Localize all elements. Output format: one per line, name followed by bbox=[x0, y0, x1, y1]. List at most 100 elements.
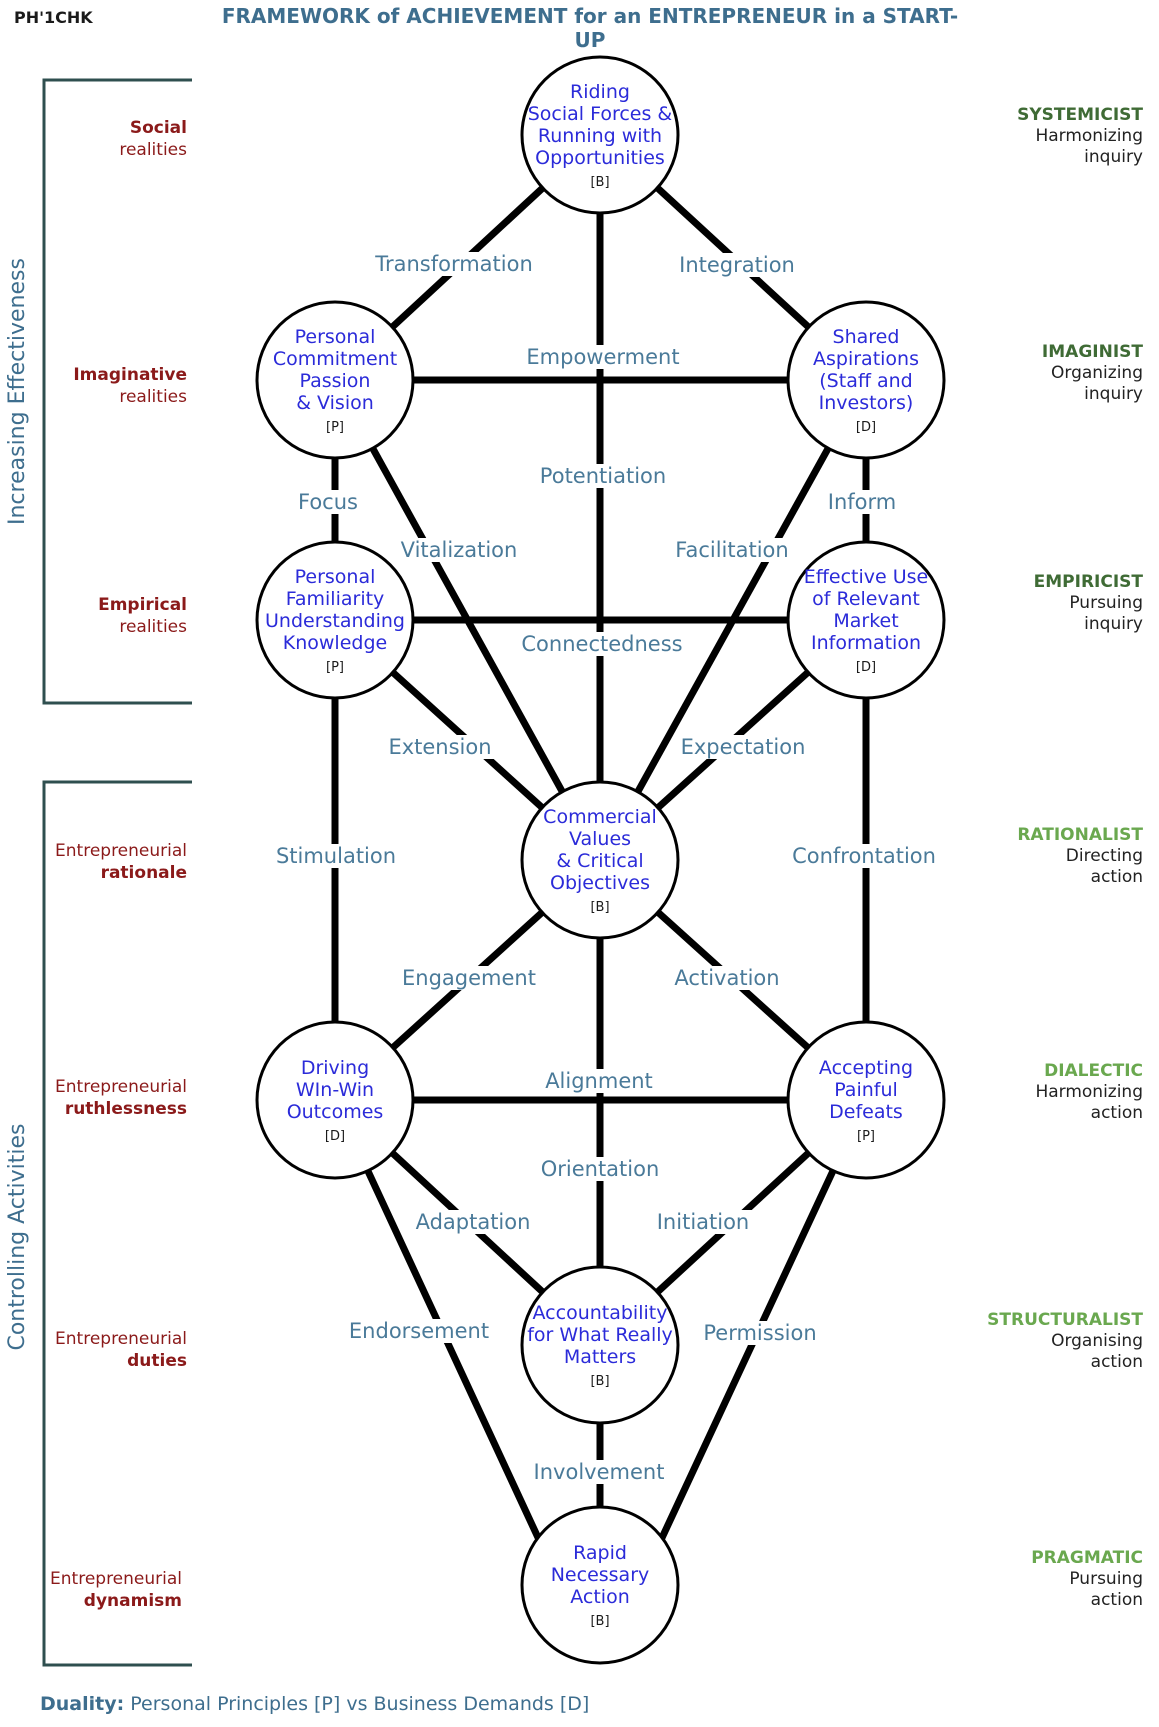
right-label-pragmatic: PRAGMATIC Pursuing action bbox=[923, 1548, 1143, 1611]
node-riding-social-forces: Riding Social Forces & Running with Oppo… bbox=[525, 60, 675, 210]
edge-label-empowerment: Empowerment bbox=[522, 345, 684, 369]
node-circle-riding bbox=[520, 55, 680, 215]
right-label-rationalist: RATIONALIST Directing action bbox=[923, 825, 1143, 888]
node-circle-shared-aspirations bbox=[786, 300, 946, 460]
node-tag: [D] bbox=[855, 659, 877, 675]
left-label-ruthlessness: Entrepreneurial ruthlessness bbox=[0, 1076, 187, 1120]
node-text: Shared Aspirations (Staff and Investors) bbox=[813, 325, 919, 414]
edge-label-expectation: Expectation bbox=[676, 735, 810, 759]
node-tag: [B] bbox=[590, 899, 610, 915]
node-tag: [D] bbox=[324, 1128, 346, 1144]
node-circle-driving-win-win bbox=[255, 1020, 415, 1180]
node-circle-effective-use bbox=[786, 540, 946, 700]
edge-label-integration: Integration bbox=[675, 253, 799, 277]
left-label-social: Social realities bbox=[0, 117, 187, 161]
right-label-heading: DIALECTIC bbox=[1044, 1061, 1143, 1081]
edge-label-inform: Inform bbox=[823, 490, 901, 514]
right-label-line2: action bbox=[1090, 1103, 1143, 1123]
right-label-line2: inquiry bbox=[1084, 147, 1143, 167]
node-accountability: Accountability for What Really Matters [… bbox=[525, 1270, 675, 1420]
edge-label-orientation: Orientation bbox=[536, 1157, 664, 1181]
node-tag: [P] bbox=[326, 419, 344, 435]
node-tag: [B] bbox=[590, 1613, 610, 1629]
edge-label-potentiation: Potentiation bbox=[535, 464, 671, 488]
right-label-imaginist: IMAGINIST Organizing inquiry bbox=[923, 342, 1143, 405]
left-label-line1: Empirical bbox=[98, 595, 187, 615]
node-circle-personal-commitment bbox=[255, 300, 415, 460]
node-text: Personal Commitment Passion & Vision bbox=[272, 325, 398, 414]
edge-label-connectedness: Connectedness bbox=[517, 632, 687, 656]
right-label-systemicist: SYSTEMICIST Harmonizing inquiry bbox=[923, 105, 1143, 168]
edge-label-vitalization: Vitalization bbox=[396, 538, 522, 562]
edge-label-transformation: Transformation bbox=[371, 252, 537, 276]
left-label-imaginative: Imaginative realities bbox=[0, 364, 187, 408]
right-label-line1: Directing bbox=[1065, 846, 1143, 866]
left-label-dynamism: Entrepreneurial dynamism bbox=[0, 1568, 182, 1612]
page-title: FRAMEWORK of ACHIEVEMENT for an ENTREPRE… bbox=[221, 4, 959, 52]
edge-label-alignment: Alignment bbox=[541, 1069, 657, 1093]
right-label-line1: Pursuing bbox=[1069, 593, 1143, 613]
edge-label-permission: Permission bbox=[699, 1321, 821, 1345]
right-label-line2: action bbox=[1090, 867, 1143, 887]
right-label-empiricist: EMPIRICIST Pursuing inquiry bbox=[923, 572, 1143, 635]
left-label-line2: rationale bbox=[100, 863, 187, 883]
left-label-line2: realities bbox=[119, 387, 187, 407]
footer-text: Personal Principles [P] vs Business Dema… bbox=[130, 1693, 590, 1715]
node-commercial-values: Commercial Values & Critical Objectives … bbox=[525, 785, 675, 935]
right-label-line1: Organizing bbox=[1051, 363, 1143, 383]
node-text: Effective Use of Relevant Market Informa… bbox=[803, 565, 929, 654]
node-tag: [P] bbox=[857, 1128, 875, 1144]
left-label-line2: realities bbox=[119, 617, 187, 637]
left-label-line1: Entrepreneurial bbox=[50, 1569, 182, 1589]
right-label-heading: PRAGMATIC bbox=[1031, 1548, 1143, 1568]
right-label-heading: IMAGINIST bbox=[1041, 342, 1143, 362]
right-label-line1: Pursuing bbox=[1069, 1569, 1143, 1589]
right-label-heading: EMPIRICIST bbox=[1033, 572, 1143, 592]
left-label-line1: Entrepreneurial bbox=[55, 1329, 187, 1349]
right-label-line2: action bbox=[1090, 1590, 1143, 1610]
left-label-line2: ruthlessness bbox=[64, 1099, 187, 1119]
node-text: Personal Familiarity Understanding Knowl… bbox=[265, 565, 405, 654]
left-label-empirical: Empirical realities bbox=[0, 594, 187, 638]
edge-label-involvement: Involvement bbox=[529, 1460, 669, 1484]
left-label-duties: Entrepreneurial duties bbox=[0, 1328, 187, 1372]
left-label-line1: Social bbox=[129, 118, 187, 138]
edge-label-engagement: Engagement bbox=[398, 966, 540, 990]
node-circle-accountability bbox=[520, 1265, 680, 1425]
edge-label-activation: Activation bbox=[670, 966, 784, 990]
node-circle-rapid-action bbox=[520, 1505, 680, 1665]
bottom-bracket bbox=[42, 780, 192, 1667]
node-personal-familiarity: Personal Familiarity Understanding Knowl… bbox=[260, 545, 410, 695]
right-label-heading: STRUCTURALIST bbox=[987, 1310, 1143, 1330]
node-effective-use: Effective Use of Relevant Market Informa… bbox=[791, 545, 941, 695]
edge-label-initiation: Initiation bbox=[652, 1210, 754, 1234]
node-circle-personal-familiarity bbox=[255, 540, 415, 700]
node-driving-win-win: Driving WIn-Win Outcomes [D] bbox=[260, 1025, 410, 1175]
left-label-line1: Entrepreneurial bbox=[55, 1077, 187, 1097]
edge-label-extension: Extension bbox=[384, 735, 496, 759]
edge-label-facilitation: Facilitation bbox=[671, 538, 793, 562]
node-circle-accepting-defeats bbox=[786, 1020, 946, 1180]
footer-note: Duality: Personal Principles [P] vs Busi… bbox=[40, 1693, 589, 1715]
node-tag: [B] bbox=[590, 174, 610, 190]
node-tag: [D] bbox=[855, 419, 877, 435]
left-label-rationale: Entrepreneurial rationale bbox=[0, 840, 187, 884]
left-label-line2: duties bbox=[127, 1351, 187, 1371]
node-personal-commitment: Personal Commitment Passion & Vision [P] bbox=[260, 305, 410, 455]
node-circle-commercial-values bbox=[520, 780, 680, 940]
left-label-line2: dynamism bbox=[83, 1591, 182, 1611]
edge-label-focus: Focus bbox=[294, 490, 362, 514]
right-label-dialectic: DIALECTIC Harmonizing action bbox=[923, 1061, 1143, 1124]
footer-label: Duality: bbox=[40, 1693, 125, 1715]
node-text: Riding Social Forces & Running with Oppo… bbox=[527, 80, 673, 169]
document-code: PH'1CHK bbox=[14, 8, 93, 27]
node-shared-aspirations: Shared Aspirations (Staff and Investors)… bbox=[791, 305, 941, 455]
right-label-line2: inquiry bbox=[1084, 614, 1143, 634]
right-label-heading: SYSTEMICIST bbox=[1017, 105, 1143, 125]
edge-label-adaptation: Adaptation bbox=[411, 1210, 535, 1234]
right-label-heading: RATIONALIST bbox=[1017, 825, 1143, 845]
top-bracket bbox=[42, 78, 192, 705]
right-label-line1: Harmonizing bbox=[1035, 126, 1143, 146]
node-tag: [B] bbox=[590, 1373, 610, 1389]
right-label-line1: Harmonizing bbox=[1035, 1082, 1143, 1102]
